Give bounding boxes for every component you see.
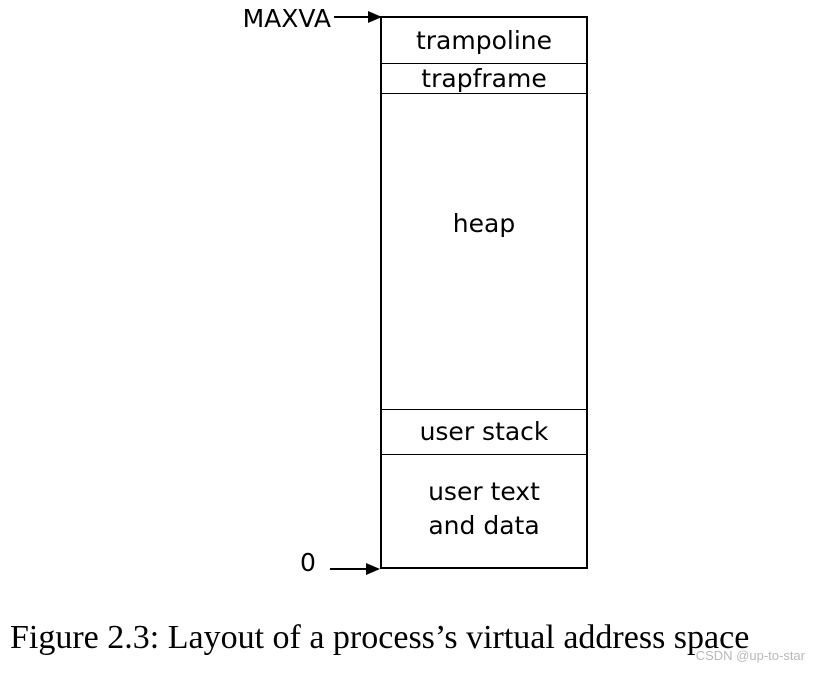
region-and-data-label: and data	[428, 511, 540, 540]
maxva-label: MAXVA	[242, 4, 331, 33]
region-trampoline: trampoline	[382, 18, 586, 64]
region-user-stack-label: user stack	[419, 417, 549, 446]
region-user-stack: user stack	[382, 410, 586, 455]
maxva-arrow-icon	[334, 11, 382, 23]
address-space-diagram: MAXVA 0 trampoline trapframe heap user s…	[242, 4, 588, 577]
watermark: CSDN @up-to-star	[695, 648, 805, 663]
region-trapframe: trapframe	[382, 64, 586, 94]
region-heap: heap	[382, 94, 586, 410]
zero-address-label: 0	[300, 548, 316, 577]
region-trapframe-label: trapframe	[421, 63, 547, 93]
figure-caption: Figure 2.3: Layout of a process’s virtua…	[10, 619, 750, 656]
region-heap-label: heap	[452, 209, 516, 238]
memory-layout-column: trampoline trapframe heap user stack use…	[380, 16, 588, 569]
region-user-text-label: user text	[428, 477, 540, 506]
region-user-text-and-data: user text and data	[382, 455, 586, 567]
zero-arrow-icon	[330, 563, 380, 575]
region-trampoline-label: trampoline	[415, 25, 553, 55]
